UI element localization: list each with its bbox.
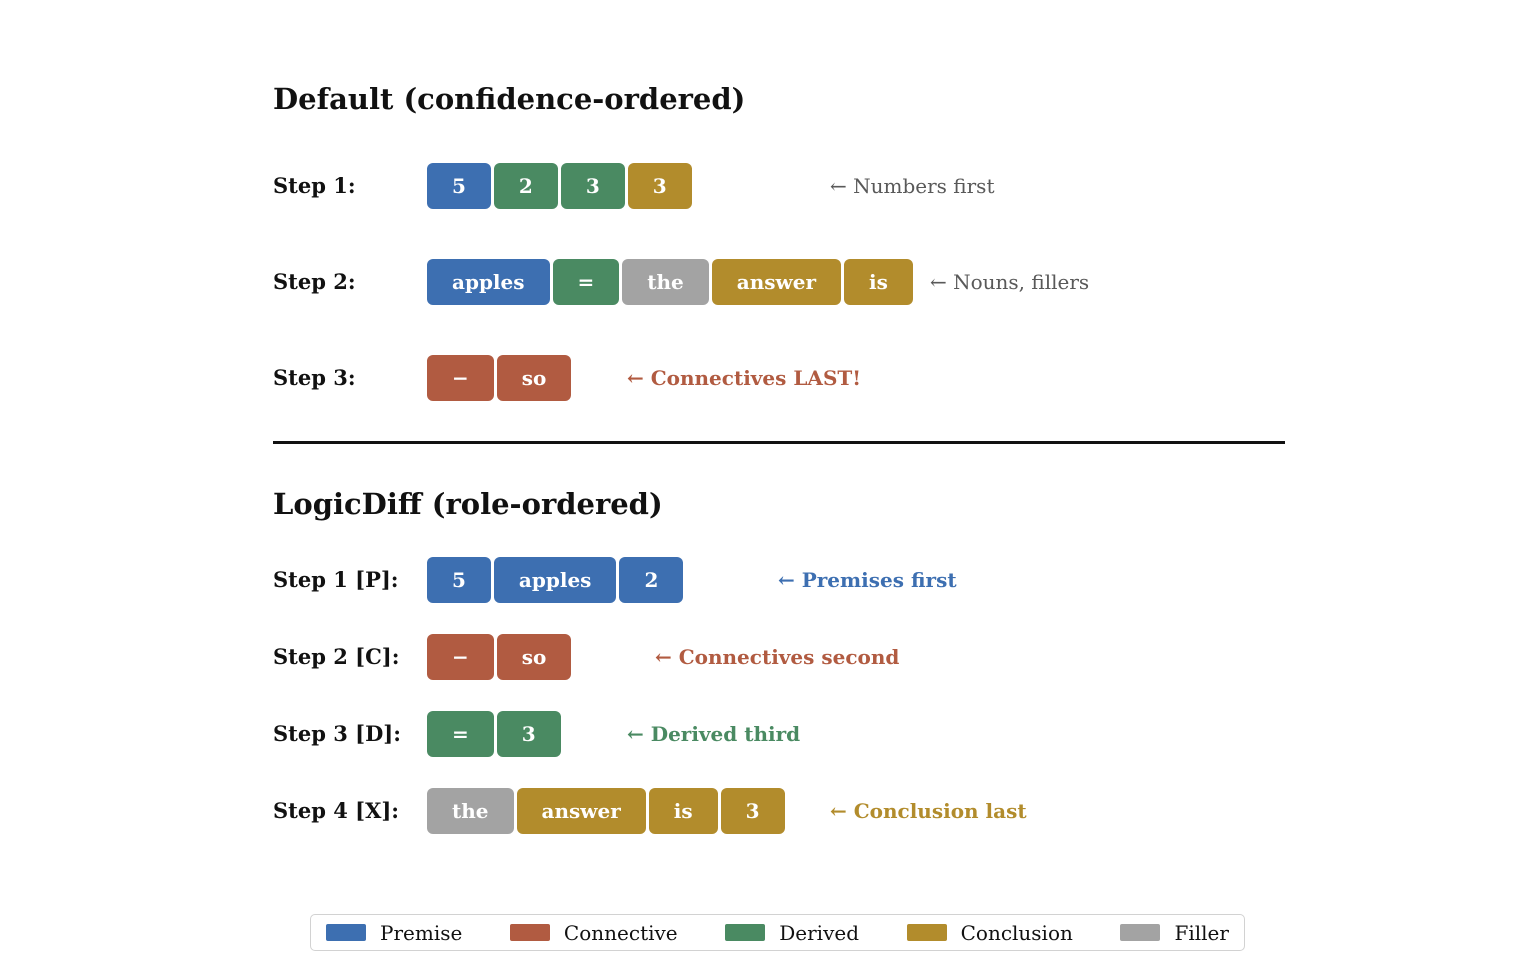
legend-item-filler: Filler: [1115, 921, 1233, 945]
token-premise: apples: [493, 557, 617, 603]
row-default-step3: Step 3: −so ← Connectives LAST!: [0, 355, 1518, 401]
token-filler: the: [622, 259, 709, 305]
token-derived: 3: [496, 711, 561, 757]
token-derived: =: [427, 711, 494, 757]
legend-label-conclusion: Conclusion: [960, 920, 1073, 945]
annotation-derived-third: ← Derived third: [627, 722, 801, 746]
step2-label: Step 2:: [273, 269, 356, 294]
legend-label-derived: Derived: [779, 920, 859, 945]
token-conclusion: 3: [627, 163, 692, 209]
legend-item-connective: Connective: [505, 921, 683, 945]
token-derived: 3: [560, 163, 625, 209]
annotation-connectives-last: ← Connectives LAST!: [627, 366, 862, 390]
legend: Premise Connective Derived Conclusion Fi…: [310, 914, 1245, 951]
legend-item-premise: Premise: [321, 921, 467, 945]
token-premise: 5: [427, 557, 491, 603]
annotation-nouns-fillers: ← Nouns, fillers: [930, 270, 1090, 294]
row-logicdiff-step3-derived: Step 3 [D]: =3 ← Derived third: [0, 711, 1518, 757]
token-premise: 5: [427, 163, 491, 209]
step4-x-label: Step 4 [X]:: [273, 798, 400, 823]
legend-label-filler: Filler: [1174, 920, 1229, 945]
step3-label: Step 3:: [273, 365, 356, 390]
step3-d-label: Step 3 [D]:: [273, 721, 401, 746]
token-connective: −: [427, 634, 494, 680]
token-connective: so: [496, 634, 572, 680]
legend-item-conclusion: Conclusion: [902, 921, 1078, 945]
premise-swatch-icon: [326, 924, 366, 941]
step3-token-sequence: −so: [427, 355, 572, 401]
token-derived: 2: [493, 163, 558, 209]
token-connective: so: [496, 355, 572, 401]
step3-d-token-sequence: =3: [427, 711, 561, 757]
legend-label-connective: Connective: [563, 920, 678, 945]
conclusion-swatch-icon: [906, 924, 947, 941]
derived-swatch-icon: [725, 924, 766, 941]
token-filler: the: [427, 788, 514, 834]
step2-c-label: Step 2 [C]:: [273, 644, 400, 669]
annotation-premises-first: ← Premises first: [778, 568, 957, 592]
token-conclusion: answer: [711, 259, 842, 305]
token-conclusion: is: [844, 259, 913, 305]
section-divider: [273, 441, 1285, 444]
filler-swatch-icon: [1120, 924, 1161, 941]
connective-swatch-icon: [509, 924, 550, 941]
step1-p-label: Step 1 [P]:: [273, 567, 399, 592]
token-conclusion: is: [648, 788, 718, 834]
row-logicdiff-step2-connectives: Step 2 [C]: −so ← Connectives second: [0, 634, 1518, 680]
legend-label-premise: Premise: [380, 920, 463, 945]
annotation-conclusion-last: ← Conclusion last: [830, 799, 1027, 823]
annotation-connectives-second: ← Connectives second: [655, 645, 900, 669]
token-premise: apples: [427, 259, 550, 305]
token-conclusion: answer: [516, 788, 646, 834]
step1-label: Step 1:: [273, 173, 356, 198]
token-connective: −: [427, 355, 494, 401]
logicdiff-section-title: LogicDiff (role-ordered): [273, 487, 663, 521]
token-derived: =: [552, 259, 620, 305]
step2-c-token-sequence: −so: [427, 634, 572, 680]
legend-item-derived: Derived: [720, 921, 864, 945]
default-section-title: Default (confidence-ordered): [273, 82, 746, 116]
token-conclusion: 3: [720, 788, 785, 834]
annotation-numbers-first: ← Numbers first: [830, 174, 995, 198]
token-premise: 2: [619, 557, 684, 603]
